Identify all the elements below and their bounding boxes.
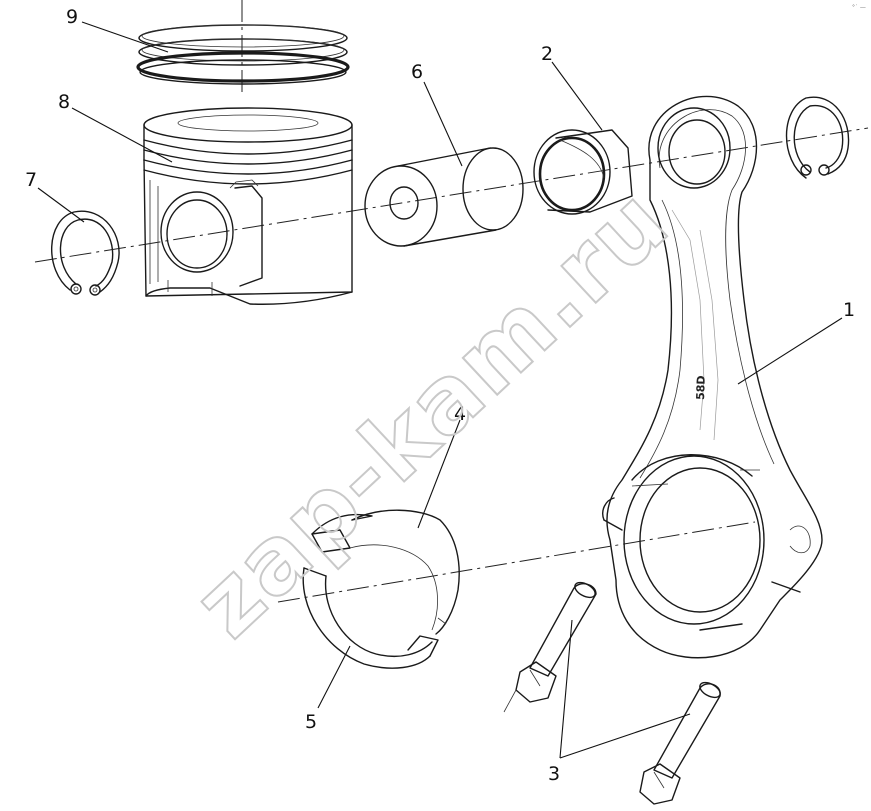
callout-2: 2	[541, 43, 553, 65]
bearing-shell-lower	[302, 567, 439, 669]
piston	[143, 107, 353, 305]
callout-9: 9	[66, 6, 78, 28]
connecting-rod: 58D	[602, 95, 823, 659]
small-end-bushing	[533, 129, 633, 215]
leader-7	[37, 187, 85, 223]
left-snap-ring	[51, 210, 120, 296]
corner-mark: °˙ —	[852, 4, 866, 11]
big-end-axis-line	[277, 521, 756, 603]
leader-3a	[559, 619, 573, 759]
callout-3: 3	[548, 763, 560, 785]
callout-7: 7	[25, 169, 37, 191]
callout-1: 1	[843, 299, 855, 321]
callout-8: 8	[58, 91, 70, 113]
leader-5	[317, 645, 351, 709]
callout-6: 6	[411, 61, 423, 83]
leader-3b	[559, 713, 691, 759]
rod-stamp: 58D	[694, 375, 708, 400]
piston-pin	[364, 147, 524, 247]
leader-9	[81, 21, 169, 53]
leader-2	[551, 61, 603, 131]
callout-5: 5	[305, 711, 317, 733]
leader-1	[737, 317, 843, 385]
rod-bolt-lower	[639, 681, 721, 805]
callout-4: 4	[454, 403, 466, 425]
leader-lines	[37, 21, 843, 759]
piston-rings	[136, 24, 350, 85]
leader-6	[423, 81, 463, 167]
piston-axis-line	[34, 127, 869, 263]
leader-8	[71, 107, 173, 163]
right-snap-ring	[785, 96, 850, 179]
leader-4	[417, 419, 461, 529]
callout-labels: 1 2 3 4 5 6 7 8 9	[25, 6, 855, 785]
bearing-shell-upper	[311, 509, 460, 635]
rod-bolt-upper	[503, 581, 597, 713]
